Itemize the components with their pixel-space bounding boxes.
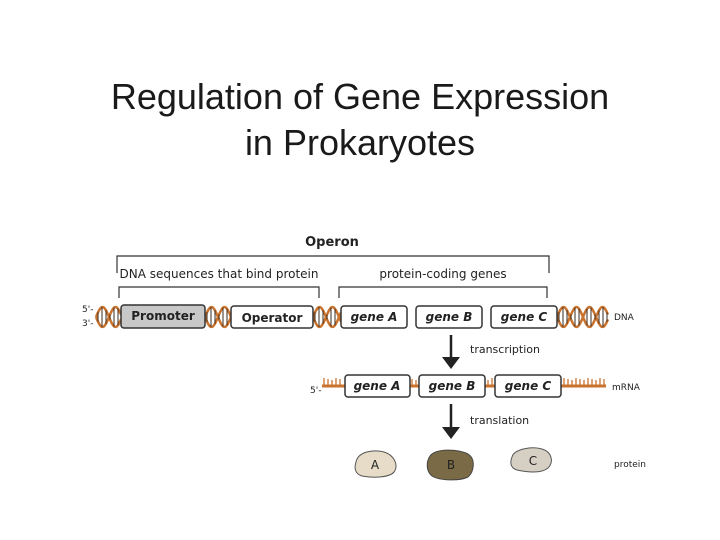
mrna-gene-a-label: gene A	[354, 379, 401, 393]
mrna-gene-b-box	[418, 374, 486, 398]
protein-a-shape	[354, 450, 397, 478]
protein-c-label: C	[529, 454, 537, 468]
binding-region-label: DNA sequences that bind protein	[120, 267, 319, 281]
slide-title: Regulation of Gene Expression in Prokary…	[0, 74, 720, 166]
title-line-2: in Prokaryotes	[244, 122, 476, 163]
dna-strand	[203, 305, 233, 329]
transcription-arrowhead	[442, 357, 460, 369]
dna-gene-a-box	[340, 305, 408, 329]
binding-region-bracket	[118, 286, 320, 298]
transcription-label: transcription	[470, 343, 540, 356]
mrna-gene-c-label: gene C	[505, 379, 552, 393]
translation-arrowhead	[442, 427, 460, 439]
dna-gene-b-box	[415, 305, 483, 329]
dna-double-helix	[94, 305, 610, 329]
operator-box	[230, 305, 314, 329]
operator-label: Operator	[242, 311, 303, 325]
mrna-gene-a-box	[344, 374, 411, 398]
protein-a-label: A	[371, 458, 380, 472]
title-line-1: Regulation of Gene Expression	[110, 76, 610, 117]
coding-region-label: protein-coding genes	[379, 267, 506, 281]
coding-region-bracket	[338, 286, 548, 298]
dna-gene-c-box	[490, 305, 558, 329]
mrna-label: mRNA	[612, 383, 641, 393]
mrna-gene-b-label: gene B	[429, 379, 476, 393]
operon-label: Operon	[305, 235, 359, 250]
promoter-label: Promoter	[131, 309, 195, 323]
dna-end-top: 5'-	[82, 305, 93, 315]
operon-bracket	[116, 255, 550, 273]
mrna-gene-c-box	[494, 374, 562, 398]
dna-strand	[555, 305, 610, 329]
protein-c-shape	[510, 447, 552, 473]
dna-gene-b-label: gene B	[426, 310, 473, 324]
dna-label: DNA	[614, 313, 635, 323]
dna-end-bottom: 3'-	[82, 319, 93, 329]
dna-strand	[94, 305, 123, 329]
dna-gene-c-label: gene C	[501, 310, 548, 324]
translation-label: translation	[470, 414, 529, 427]
protein-b-shape	[426, 449, 474, 481]
mrna-poly-a-tail	[323, 378, 605, 386]
mrna-end-label: 5'-	[310, 386, 321, 396]
protein-b-label: B	[447, 458, 455, 472]
protein-label: protein	[614, 460, 646, 470]
dna-gene-a-label: gene A	[351, 310, 398, 324]
promoter-box	[120, 304, 206, 329]
